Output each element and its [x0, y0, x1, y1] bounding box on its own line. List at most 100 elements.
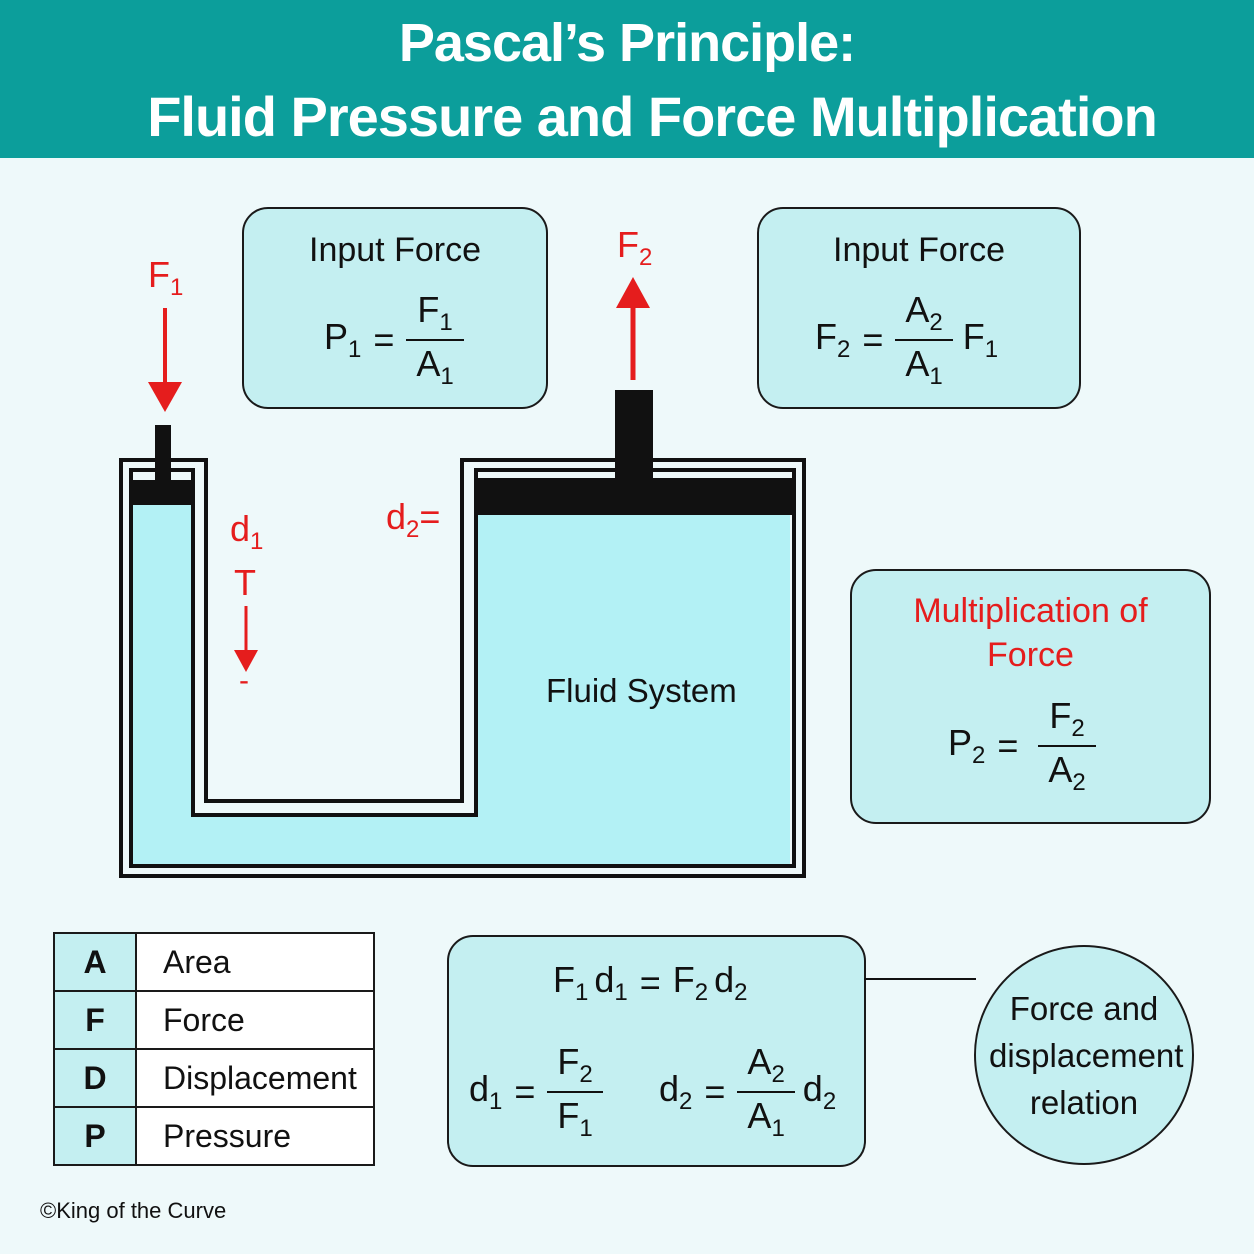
p1-symbol: P1	[324, 316, 361, 364]
d2-letter: d	[386, 496, 407, 537]
den-sub: 1	[771, 1115, 785, 1142]
d2-label: d2=	[386, 496, 440, 544]
eq-sub: 1	[575, 979, 589, 1006]
p2-sub: 2	[972, 742, 986, 769]
num-sub: 1	[439, 309, 453, 336]
legend-value: Area	[135, 932, 375, 992]
eq-letter: d	[714, 959, 735, 1000]
relations-box: F1 d1 = F2 d2 d1 = F2 F1 d2 = A2 A1 d2	[447, 935, 866, 1167]
d1-sub: 1	[250, 528, 264, 555]
f2-symbol: F2	[815, 316, 850, 364]
num-letter: F	[557, 1041, 580, 1082]
num-sub: 2	[929, 309, 943, 336]
den-sub: 1	[929, 363, 943, 390]
title-banner: Pascal’s Principle: Fluid Pressure and F…	[0, 0, 1254, 158]
eq-sub: 1	[614, 979, 628, 1006]
eq-sub: 2	[694, 979, 709, 1006]
title-line-2: Fluid Pressure and Force Multiplication	[147, 85, 1158, 148]
eq-sub: 2	[734, 979, 748, 1006]
fraction-bar	[895, 339, 953, 341]
p2-letter: P	[948, 722, 973, 763]
equals-sign: =	[639, 962, 661, 1003]
inner-wall	[129, 468, 796, 868]
f2-sub: 2	[837, 336, 851, 363]
f1-letter: F	[148, 254, 170, 295]
num-sub: 2	[579, 1061, 593, 1088]
copyright-text: ©King of the Curve	[40, 1198, 227, 1223]
eq-letter: d	[659, 1068, 680, 1109]
input-force-title-2: Input Force	[833, 231, 1005, 269]
fraction-bar	[1038, 745, 1096, 747]
num-sub: 2	[771, 1061, 785, 1088]
d1-t-label: T	[234, 562, 256, 603]
d2-equals: =	[419, 496, 441, 537]
legend-key: D	[53, 1048, 137, 1108]
f2-letter: F	[815, 316, 837, 357]
equals-sign: =	[373, 319, 395, 360]
num-letter: F	[1049, 695, 1072, 736]
equals-sign: =	[514, 1071, 536, 1112]
f1-sub: 1	[170, 274, 184, 301]
f2-sub: 2	[639, 244, 653, 271]
f1-over-a1: F1 A1	[406, 289, 464, 391]
num-letter: A	[747, 1041, 772, 1082]
relation-circle-text: Force and displacement relation	[989, 989, 1184, 1121]
d1-arrow	[234, 606, 258, 672]
eq-sub: 2	[822, 1088, 837, 1115]
f2-over-a2: F2 A2	[1038, 695, 1096, 797]
eq-letter: F	[672, 959, 695, 1000]
d1-equation: d1 = F2 F1	[469, 1041, 603, 1143]
equals-sign: =	[862, 319, 884, 360]
legend-value: Force	[135, 990, 375, 1050]
legend-value: Pressure	[135, 1106, 375, 1166]
f2-label: F2	[617, 224, 652, 272]
f2-letter: F	[617, 224, 639, 265]
legend-key: P	[53, 1106, 137, 1166]
den-letter: F	[557, 1095, 580, 1136]
outer-wall	[119, 458, 806, 878]
legend-key: F	[53, 990, 137, 1050]
a2-over-a1: A2 A1	[895, 289, 953, 391]
large-piston	[476, 478, 794, 515]
input-force-box-1: Input Force P1 = F1 A1	[242, 207, 548, 409]
multiplication-title: Multiplication of Force	[913, 592, 1148, 674]
d1-minus-label: -	[239, 664, 249, 697]
fraction-bar	[547, 1091, 603, 1093]
equals-sign: =	[997, 725, 1019, 766]
d2-sub: 2	[406, 516, 420, 543]
num-letter: F	[417, 289, 440, 330]
den-sub: 1	[440, 363, 454, 390]
f1-arrow	[148, 308, 182, 412]
work-equation: F1 d1 = F2 d2	[553, 959, 748, 1007]
p1-letter: P	[324, 316, 349, 357]
rhs-letter: F	[962, 316, 985, 357]
p2-symbol: P2	[948, 722, 985, 770]
eq-sub: 2	[679, 1088, 693, 1115]
force-f2-formula: F2 = A2 A1 F1	[815, 289, 998, 391]
num-letter: A	[905, 289, 930, 330]
d2-equation: d2 = A2 A1 d2	[659, 1041, 836, 1143]
den-letter: A	[747, 1095, 772, 1136]
fluid-system-label: Fluid System	[546, 672, 737, 709]
eq-letter: F	[553, 959, 575, 1000]
pressure-p2-formula: P2 = F2 A2	[948, 695, 1096, 797]
fraction-bar	[737, 1091, 795, 1093]
den-letter: A	[905, 343, 930, 384]
f1-symbol: F1	[963, 316, 998, 364]
relation-circle: Force and displacement relation	[974, 945, 1194, 1165]
f1-label: F1	[148, 254, 183, 302]
large-piston-rod	[615, 390, 653, 480]
title-line-1: Pascal’s Principle:	[398, 13, 856, 73]
eq-letter: d	[469, 1068, 490, 1109]
d1-label: d1	[230, 508, 263, 556]
num-sub: 2	[1071, 715, 1085, 742]
multiplication-box: Multiplication of Force P2 = F2 A2	[850, 569, 1211, 824]
fluid	[131, 505, 790, 866]
fraction-bar	[406, 339, 464, 341]
